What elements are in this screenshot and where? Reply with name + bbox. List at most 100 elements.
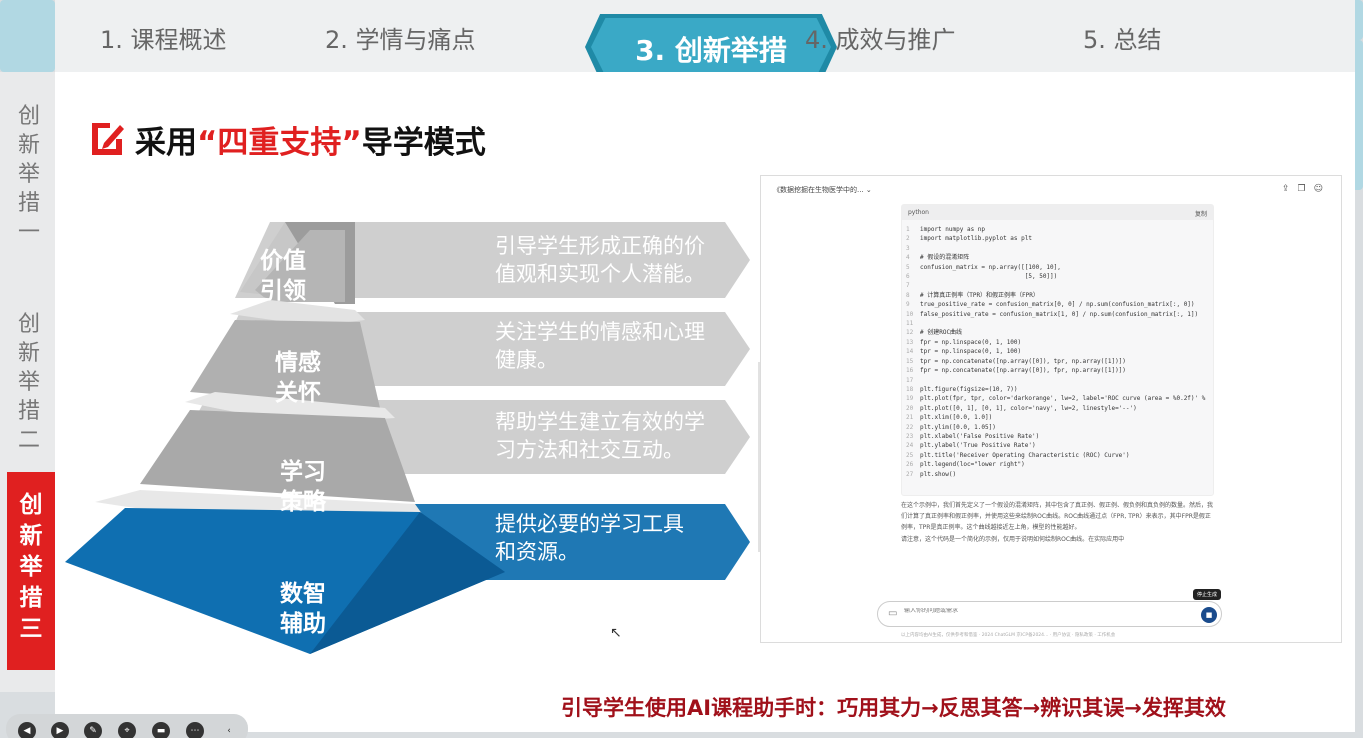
image-upload-icon[interactable]: ▭: [888, 608, 898, 619]
pyramid-desc-digital: 提供必要的学习工具和资源。: [495, 510, 684, 566]
pyramid-desc-value: 引导学生形成正确的价值观和实现个人潜能。: [495, 232, 705, 288]
pyramid-banner-1: [235, 222, 750, 298]
pyramid-label-3b: 策略: [280, 489, 326, 515]
code-text: import numpy as np: [920, 226, 986, 233]
code-text: # 假设的混淆矩阵: [920, 254, 970, 262]
code-text: plt.plot(fpr, tpr, color='darkorange', l…: [920, 395, 1206, 403]
ai-chat-screenshot: 《数据挖掘在生物医学中的... ⌄ ⇪❐☺ python 复制 1 import …: [760, 175, 1342, 643]
line-number: 7: [906, 282, 910, 290]
chat-input-box[interactable]: ▭ ■: [877, 601, 1222, 627]
chat-header-icons: ⇪❐☺: [1282, 184, 1331, 194]
copy-icon[interactable]: ❐: [1297, 184, 1314, 194]
pyramid-label-1b: 引领: [260, 278, 306, 304]
sidebar-item-measure-one[interactable]: 创新举措一: [17, 104, 40, 245]
code-text: true_positive_rate = confusion_matrix[0,…: [920, 301, 1195, 309]
line-number: 15: [906, 357, 914, 365]
line-number: 17: [906, 376, 914, 384]
chat-footer: 以上内容均由AI生成，仅供参考和借鉴 · 2024 ChatGLM 京ICP备2…: [901, 633, 1116, 638]
code-line: 17: [906, 376, 1205, 385]
puzzle-decoration-topleft: [0, 0, 55, 72]
line-number: 23: [906, 432, 914, 440]
pyramid-desc-2b: 健康。: [495, 348, 558, 372]
line-number: 6: [906, 273, 910, 281]
code-text: # 计算真正例率（TPR）和假正例率（FPR）: [920, 291, 1039, 299]
pyramid-tier-2-face: [190, 320, 380, 408]
chat-answer-note: 请注意，这个代码是一个简化的示例，仅用于说明如何绘制ROC曲线。在实际应用中: [901, 536, 1125, 543]
sidebar-item-measure-three-active[interactable]: 创新举措三: [7, 472, 67, 670]
line-number: 24: [906, 442, 914, 450]
code-text: plt.show(): [920, 470, 957, 478]
code-text: plt.xlim([0.0, 1.0]): [920, 414, 993, 422]
pyramid-desc-4a: 提供必要的学习工具: [495, 512, 684, 536]
zoom-icon[interactable]: ⌖: [118, 722, 136, 738]
line-number: 26: [906, 461, 914, 469]
sidebar-item-measure-two[interactable]: 创新举措二: [17, 312, 40, 453]
pyramid-label-4b: 辅助: [280, 611, 326, 637]
title-suffix: 导学模式: [361, 125, 486, 161]
title-highlight: “四重支持”: [197, 125, 362, 161]
code-text: # 创建ROC曲线: [920, 329, 963, 337]
pyramid-label-4a: 数智: [280, 581, 326, 607]
line-number: 11: [906, 320, 914, 328]
line-number: 16: [906, 367, 914, 375]
pyramid-label-2a: 情感: [275, 350, 321, 376]
top-navigation: 1. 课程概述 2. 学情与痛点 3. 创新举措 4. 成效与推广 5. 总结: [55, 0, 1355, 80]
pyramid-tier-3-top: [185, 392, 395, 424]
more-icon[interactable]: ⋯: [186, 722, 204, 738]
copy-code-button[interactable]: 复制: [1194, 211, 1207, 218]
pyramid-label-value: 价值引领: [260, 246, 306, 306]
code-line: 20 plt.plot([0, 1], [0, 1], color='navy',…: [906, 404, 1205, 413]
code-text: plt.title('Receiver Operating Characteri…: [920, 451, 1130, 459]
line-number: 12: [906, 329, 914, 337]
mouse-cursor-icon: ↖: [610, 625, 622, 641]
nav-active-label: 3. 创新举措: [635, 34, 787, 67]
code-text: plt.xlabel('False Positive Rate'): [920, 432, 1040, 440]
nav-item-summary[interactable]: 5. 总结: [1083, 26, 1162, 54]
line-number: 19: [906, 395, 914, 403]
pyramid-tier-2-top: [230, 300, 365, 326]
code-line: 22 plt.ylim([0.0, 1.05]): [906, 423, 1205, 432]
line-number: 22: [906, 423, 914, 431]
slide-canvas: 采用“四重支持”导学模式 价值引领 情感关怀 学习策略 数智辅助 引导学生形成正…: [55, 72, 1355, 732]
code-text: plt.plot([0, 1], [0, 1], color='navy', l…: [920, 404, 1137, 412]
slides-icon[interactable]: ▬: [152, 722, 170, 738]
nav-item-learning-situation[interactable]: 2. 学情与痛点: [325, 26, 476, 54]
pyramid-desc-1a: 引导学生形成正确的价: [495, 234, 705, 258]
stop-generating-button[interactable]: ■: [1201, 607, 1217, 623]
nav-item-overview[interactable]: 1. 课程概述: [100, 26, 227, 54]
pen-icon[interactable]: ✎: [84, 722, 102, 738]
pyramid-label-strategy: 学习策略: [280, 457, 326, 517]
chat-input-field[interactable]: [904, 608, 1184, 614]
line-number: 1: [906, 226, 910, 233]
collapse-icon[interactable]: ‹: [227, 726, 231, 736]
pyramid-label-3a: 学习: [280, 459, 326, 485]
next-icon[interactable]: ▶: [51, 722, 69, 738]
code-text: plt.ylim([0.0, 1.05]): [920, 423, 996, 431]
user-avatar-icon[interactable]: ☺: [1313, 184, 1331, 194]
code-block-header: python 复制: [902, 205, 1213, 220]
share-icon[interactable]: ⇪: [1281, 184, 1298, 194]
line-number: 20: [906, 404, 914, 412]
line-number: 2: [906, 235, 910, 243]
nav-item-results[interactable]: 4. 成效与推广: [805, 26, 956, 54]
code-text: tpr = np.concatenate([np.array([0]), tpr…: [920, 357, 1126, 365]
bottom-guidance-text: 引导学生使用AI课程助手时：巧用其力→反思其答→辨识其误→发挥其效: [561, 696, 1226, 720]
pyramid-graphic: [65, 222, 750, 654]
pyramid-label-care: 情感关怀: [275, 348, 321, 408]
code-line: 23 plt.xlabel('False Positive Rate'): [906, 432, 1205, 441]
chat-conversation-title[interactable]: 《数据挖掘在生物医学中的... ⌄: [773, 186, 872, 194]
previous-icon[interactable]: ◀: [18, 722, 36, 738]
nav-item-innovation-active[interactable]: 3. 创新举措: [585, 14, 837, 80]
sidebar-active-label: 创新举措三: [19, 492, 43, 642]
